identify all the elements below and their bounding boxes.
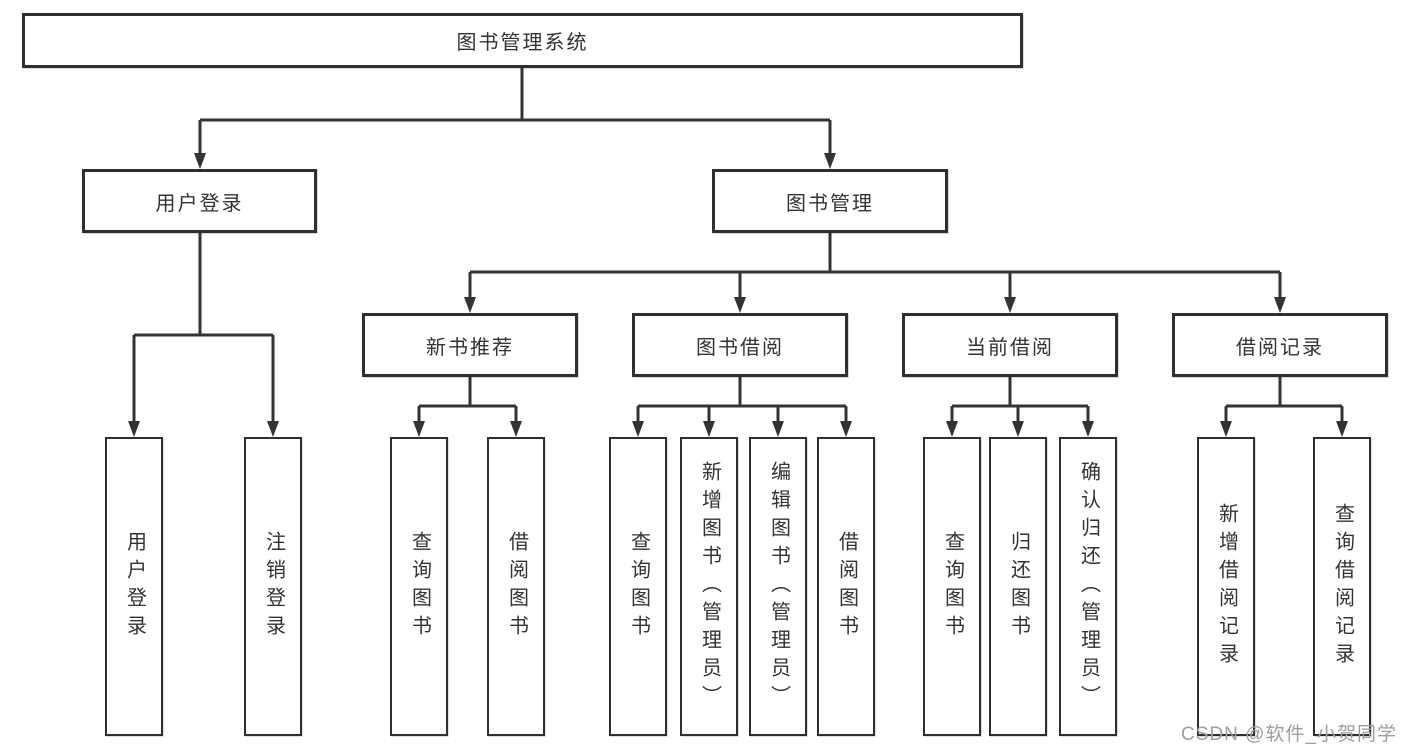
leaf-logout-login: 注销登录	[244, 437, 302, 736]
leaf-add-borrow-record: 新增借阅记录	[1197, 437, 1255, 736]
node-root-system: 图书管理系统	[22, 13, 1023, 68]
node-user-login: 用户登录	[82, 169, 317, 233]
leaf-return-book: 归还图书	[989, 437, 1047, 736]
node-book-management: 图书管理	[712, 169, 948, 233]
leaf-confirm-return-admin: 确认归还（管理员）	[1059, 437, 1117, 736]
arrowheads	[128, 153, 1348, 437]
leaf-edit-book-admin: 编辑图书（管理员）	[749, 437, 807, 736]
node-new-book-recommendation: 新书推荐	[362, 313, 578, 377]
node-current-borrowing: 当前借阅	[902, 313, 1118, 377]
leaf-query-borrow-record: 查询借阅记录	[1313, 437, 1371, 736]
csdn-watermark: CSDN @软件_小贺同学	[1181, 724, 1397, 745]
node-book-borrowing: 图书借阅	[632, 313, 848, 377]
leaf-query-books-current: 查询图书	[923, 437, 981, 736]
leaf-borrow-books-recommend: 借阅图书	[487, 437, 545, 736]
leaf-add-book-admin: 新增图书（管理员）	[680, 437, 738, 736]
node-borrowing-records: 借阅记录	[1172, 313, 1388, 377]
leaf-user-login: 用户登录	[105, 437, 163, 736]
leaf-query-books-recommend: 查询图书	[390, 437, 448, 736]
leaf-borrow-book: 借阅图书	[817, 437, 875, 736]
leaf-query-books-borrowing: 查询图书	[609, 437, 667, 736]
